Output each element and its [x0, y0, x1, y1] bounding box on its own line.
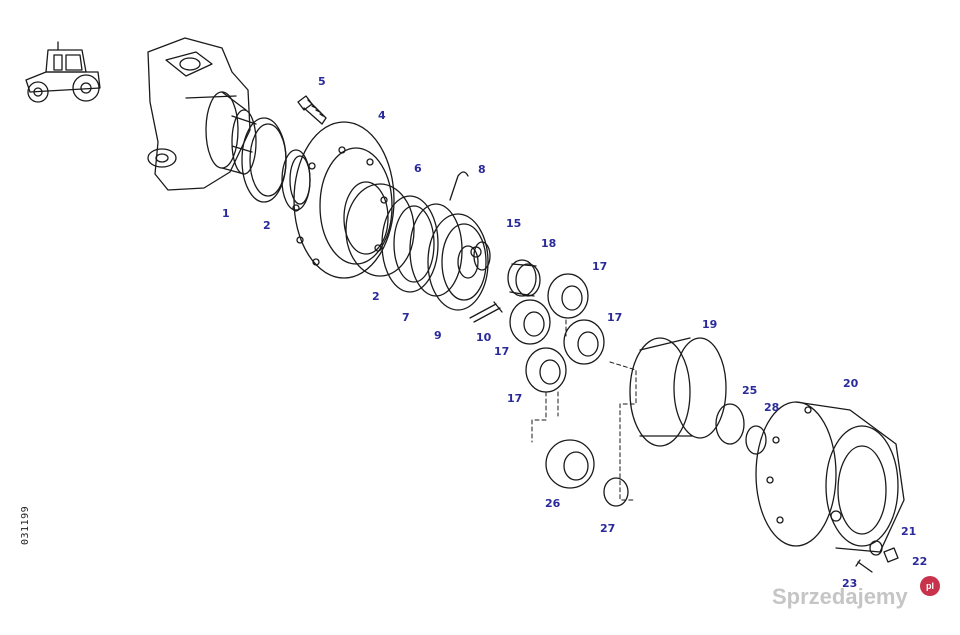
callout-28: 28 [764, 401, 780, 414]
callout-17d: 17 [507, 392, 523, 405]
callout-23: 23 [842, 577, 858, 590]
callout-4: 4 [378, 109, 386, 122]
callout-17a: 17 [592, 260, 608, 273]
callout-2: 2 [263, 219, 271, 232]
part-19-ring-gear [629, 337, 727, 447]
callout-17c: 17 [494, 345, 510, 358]
callout-26: 26 [545, 497, 561, 510]
part-6-ring [345, 183, 415, 277]
callout-17b: 17 [607, 311, 623, 324]
callout-18: 18 [541, 237, 557, 250]
callout-19: 19 [702, 318, 718, 331]
callout-5: 5 [318, 75, 326, 88]
callout-7: 7 [402, 311, 410, 324]
callout-27: 27 [600, 522, 616, 535]
callout-9: 9 [434, 329, 442, 342]
callout-15: 15 [506, 217, 522, 230]
watermark-brand: Sprzedajemy [772, 584, 908, 609]
callout-25: 25 [742, 384, 758, 397]
part-5-bolt [297, 95, 327, 125]
callout-10: 10 [476, 331, 492, 344]
callout-2b: 2 [372, 290, 380, 303]
callout-6: 6 [414, 162, 422, 175]
callout-21: 21 [901, 525, 917, 538]
callout-8: 8 [478, 163, 486, 176]
part-18-gear [507, 259, 541, 297]
part-8-pin [449, 171, 469, 201]
part-1-housing [147, 37, 257, 191]
part-20-cover [755, 401, 905, 553]
leader-lines [531, 319, 637, 501]
watermark-badge: pl [920, 576, 940, 596]
callout-1: 1 [222, 207, 230, 220]
part-26-gear [545, 439, 595, 489]
tractor-icon [25, 41, 101, 103]
part-28-o-ring [745, 425, 767, 455]
part-2-seal [241, 117, 311, 211]
part-27-ring [603, 477, 629, 507]
document-number: 031199 [20, 505, 31, 545]
part-25-snap-ring [715, 403, 745, 445]
part-4-hub [292, 121, 395, 279]
callout-22: 22 [912, 555, 928, 568]
callout-20: 20 [843, 377, 859, 390]
part-17-planet-gears [509, 273, 605, 393]
part-21-22-23-plugs [855, 540, 899, 573]
part-9-carrier [427, 213, 491, 311]
part-10-screw [469, 301, 503, 323]
